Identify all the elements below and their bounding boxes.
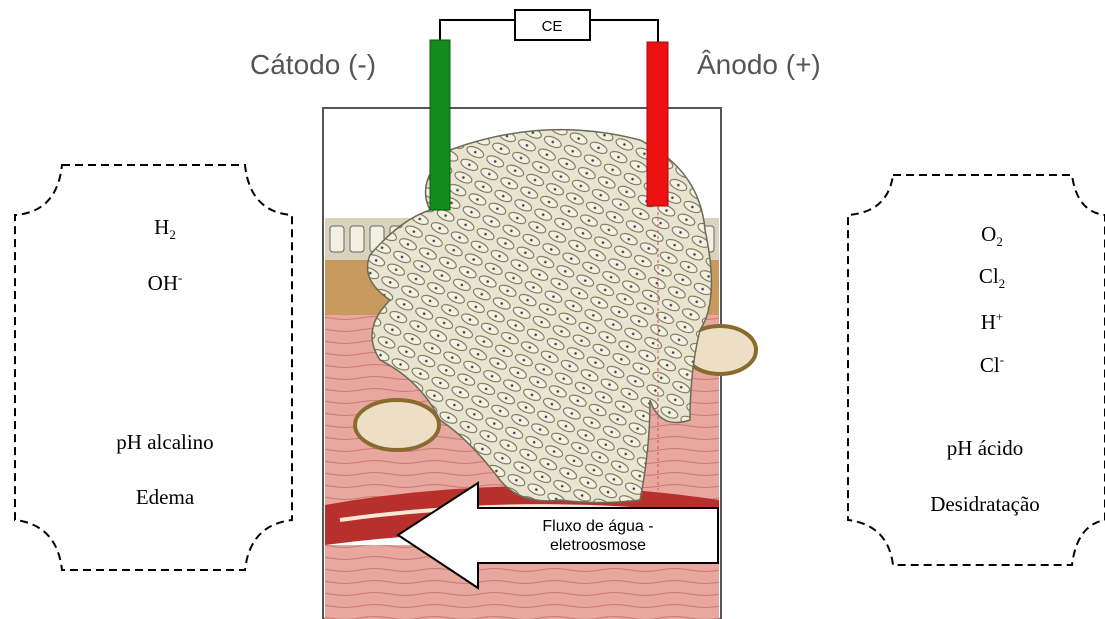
anode-ph: pH ácido (905, 436, 1065, 461)
power-source-label: CE (542, 18, 563, 35)
cathode-ion: OH- (130, 270, 200, 296)
cathode-gas: H2 (135, 215, 195, 243)
anode-gas-chlorine: Cl2 (962, 264, 1022, 292)
cathode-electrode (430, 40, 450, 210)
anode-gas-oxygen: O2 (962, 222, 1022, 250)
water-flow-label: Fluxo de água - eletroosmose (478, 517, 718, 555)
anode-label: Ânodo (+) (697, 49, 821, 81)
water-flow-line1: Fluxo de água - (478, 517, 718, 536)
cathode-effect: Edema (100, 485, 230, 510)
anode-electrode (647, 42, 668, 206)
circuit: CE (440, 10, 658, 42)
anode-ion-hydrogen: H+ (962, 309, 1022, 335)
circuit-wire-right (590, 20, 658, 42)
water-flow-line2: eletroosmose (478, 536, 718, 555)
gland-left (355, 400, 439, 450)
anode-ion-chloride: Cl- (962, 352, 1022, 378)
anode-effect: Desidratação (895, 492, 1075, 517)
circuit-wire-left (440, 20, 515, 40)
cathode-ph: pH alcalino (85, 430, 245, 455)
cathode-label: Cátodo (-) (250, 49, 376, 81)
